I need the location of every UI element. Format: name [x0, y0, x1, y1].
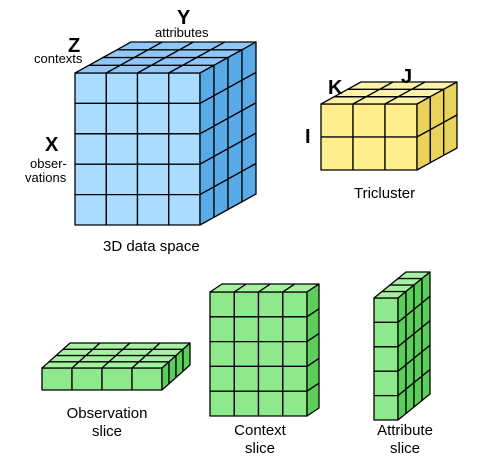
front-cell	[320, 136, 354, 171]
caption-observation-line2: slice	[91, 423, 122, 440]
caption-3d-data-space: 3D data space	[103, 238, 200, 255]
front-cell	[41, 367, 73, 391]
front-cell	[233, 291, 260, 318]
front-cell	[257, 365, 284, 392]
front-cell	[74, 102, 107, 135]
front-cell	[233, 340, 260, 368]
front-cell	[257, 390, 284, 417]
caption-tricluster: Tricluster	[354, 185, 416, 202]
front-cell	[352, 103, 386, 138]
tricluster-label-j: J	[401, 66, 413, 88]
front-cell	[105, 72, 139, 105]
front-cell	[168, 72, 201, 105]
front-cell	[101, 367, 133, 391]
front-cell	[74, 133, 107, 165]
front-cell	[74, 193, 107, 226]
side-cell	[306, 382, 320, 417]
front-cell	[282, 291, 308, 318]
caption-attribute-line2: slice	[389, 440, 420, 457]
front-cell	[168, 193, 201, 226]
front-cell	[209, 340, 235, 368]
front-cell	[282, 316, 308, 343]
caption-context-slice: Context slice	[215, 422, 305, 458]
axis-label-x-observations-2: vations	[25, 170, 67, 185]
side-cell	[182, 342, 191, 372]
front-cell	[131, 367, 163, 391]
caption-attribute-slice: Attribute slice	[360, 422, 450, 458]
front-cell	[105, 163, 139, 196]
front-cell	[373, 321, 399, 348]
context-slice-block	[209, 283, 320, 417]
observation-slice-block	[41, 342, 191, 391]
axis-label-x: X	[45, 134, 59, 156]
front-cell	[320, 103, 354, 138]
side-cell	[443, 114, 458, 156]
front-cell	[373, 346, 399, 372]
front-cell	[209, 316, 235, 343]
caption-attribute-line1: Attribute	[377, 422, 433, 439]
front-cell	[282, 390, 308, 417]
tricluster-label-k: K	[328, 77, 343, 99]
front-cell	[282, 340, 308, 368]
front-cell	[373, 297, 399, 324]
front-cell	[257, 291, 284, 318]
front-cell	[136, 193, 170, 226]
front-cell	[373, 370, 399, 397]
front-cell	[74, 163, 107, 196]
axis-label-y-attributes: attributes	[155, 25, 209, 40]
front-cell	[373, 394, 399, 421]
front-cell	[136, 72, 170, 105]
front-cell	[136, 163, 170, 196]
front-cell	[233, 390, 260, 417]
front-cell	[257, 340, 284, 368]
side-cell	[416, 129, 431, 171]
front-cell	[168, 163, 201, 196]
data-space-cube	[74, 41, 257, 226]
caption-context-line1: Context	[234, 422, 286, 439]
caption-observation-slice: Observation slice	[52, 405, 162, 441]
front-cell	[282, 365, 308, 392]
front-cell	[105, 102, 139, 135]
side-cell	[429, 121, 445, 164]
front-cell	[257, 316, 284, 343]
front-cell	[168, 133, 201, 165]
side-cell	[241, 162, 257, 203]
front-cell	[384, 136, 418, 171]
front-cell	[136, 133, 170, 165]
axis-label-z-contexts: contexts	[34, 51, 83, 66]
caption-observation-line1: Observation	[66, 405, 148, 422]
front-cell	[136, 102, 170, 135]
side-cell	[421, 368, 431, 402]
tricluster-label-i: I	[305, 126, 311, 148]
front-cell	[105, 193, 139, 226]
front-cell	[209, 291, 235, 318]
axis-label-z: Z	[68, 35, 81, 57]
tricluster-cube	[320, 81, 458, 171]
front-cell	[74, 72, 107, 105]
axis-label-x-observations-1: obser-	[30, 156, 67, 171]
front-cell	[233, 316, 260, 343]
front-cell	[233, 365, 260, 392]
front-cell	[209, 390, 235, 417]
front-cell	[352, 136, 386, 171]
front-cell	[168, 102, 201, 135]
front-cell	[209, 365, 235, 392]
front-cell	[105, 133, 139, 165]
front-cell	[71, 367, 103, 391]
attribute-slice-block	[373, 271, 431, 421]
front-cell	[384, 103, 418, 138]
axis-label-y: Y	[177, 7, 191, 29]
caption-context-line2: slice	[244, 440, 275, 457]
